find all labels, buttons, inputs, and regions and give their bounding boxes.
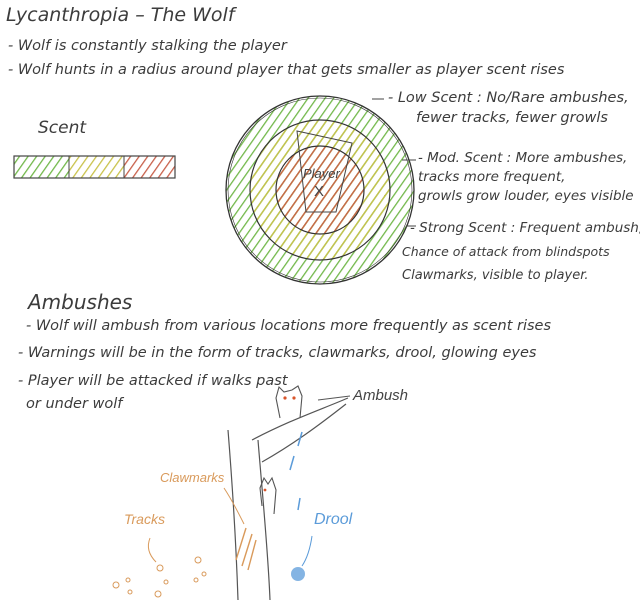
hunting-radius-diagram: Player X: [225, 95, 416, 285]
paw-print: [127, 589, 133, 595]
scent-segment-moderate: [69, 156, 124, 178]
ring-middle: [249, 119, 391, 261]
paw-print: [156, 564, 164, 572]
clawmark: [247, 539, 257, 571]
level-mod-line-2: tracks more frequent,: [418, 169, 566, 185]
paw-print: [112, 581, 120, 589]
ring-outer-edge: [227, 97, 413, 283]
intro-line-1: - Wolf is constantly stalking the player: [8, 38, 287, 54]
intro-line-2: - Wolf hunts in a radius around player t…: [8, 62, 565, 78]
glowing-eye: [263, 488, 267, 492]
ambushes-bullet-3: - Player will be attacked if walks past: [18, 373, 288, 389]
player-label: Player: [303, 166, 341, 181]
tracks-label: Tracks: [124, 511, 165, 527]
view-cone: [296, 130, 353, 213]
paw-print: [201, 571, 207, 577]
level-mod-line-1: - Mod. Scent : More ambushes,: [418, 150, 628, 166]
tracks-leader: [147, 537, 157, 563]
tree-branch-bottom: [261, 403, 347, 463]
tree-branch-top: [251, 397, 349, 441]
scent-label: Scent: [38, 118, 87, 138]
level-strong-line-2: Chance of attack from blindspots: [402, 244, 610, 259]
clawmarks-leader: [223, 487, 245, 525]
paw-print: [193, 577, 199, 583]
scent-meter: [13, 155, 176, 179]
clawmark: [241, 533, 253, 567]
level-mod-line-3: growls grow louder, eyes visible: [418, 188, 634, 204]
glowing-eye: [292, 396, 296, 400]
ambushes-bullet-1: - Wolf will ambush from various location…: [26, 318, 552, 334]
level-strong-line-3: Clawmarks, visible to player.: [402, 268, 589, 283]
ambushes-heading: Ambushes: [28, 290, 133, 314]
clawmarks-label: Clawmarks: [160, 470, 225, 485]
paw-print: [194, 556, 202, 564]
wolf-peeking-trunk: [259, 476, 277, 515]
level-low-line-1: - Low Scent : No/Rare ambushes,: [388, 90, 629, 106]
ambush-label: Ambush: [352, 387, 408, 404]
clawmark: [235, 527, 247, 561]
ring-inner-fill: [276, 146, 364, 234]
player-center-mark: X: [314, 183, 324, 200]
ambush-leader: [317, 395, 351, 401]
drool-drop: [297, 431, 303, 447]
drool-label: Drool: [314, 511, 353, 528]
tree-trunk-right: [257, 439, 271, 600]
level-low-line-2: fewer tracks, fewer growls: [416, 110, 608, 126]
drool-drop: [289, 455, 295, 471]
drool-puddle: [291, 567, 305, 581]
ring-outer: [225, 95, 415, 285]
paw-print: [163, 579, 169, 585]
level-strong-line-1: - Strong Scent : Frequent ambush,: [410, 220, 640, 236]
scent-segment-strong: [124, 156, 175, 178]
drool-drop: [297, 497, 301, 511]
page-title: Lycanthropia – The Wolf: [6, 4, 235, 26]
wolf-on-branch: [275, 385, 303, 419]
glowing-eye: [283, 396, 287, 400]
paw-print: [154, 590, 162, 598]
ring-inner: [275, 145, 365, 235]
paw-print: [125, 577, 131, 583]
scent-segment-low: [14, 156, 69, 178]
tree-trunk-left: [227, 429, 239, 600]
scent-meter-frame: [13, 155, 176, 179]
ambushes-bullet-3-cont: or under wolf: [26, 396, 123, 412]
ambushes-bullet-2: - Warnings will be in the form of tracks…: [18, 345, 537, 361]
ambush-illustration: Ambush Clawmarks Tracks Drool: [112, 385, 408, 600]
drool-leader: [301, 535, 313, 567]
